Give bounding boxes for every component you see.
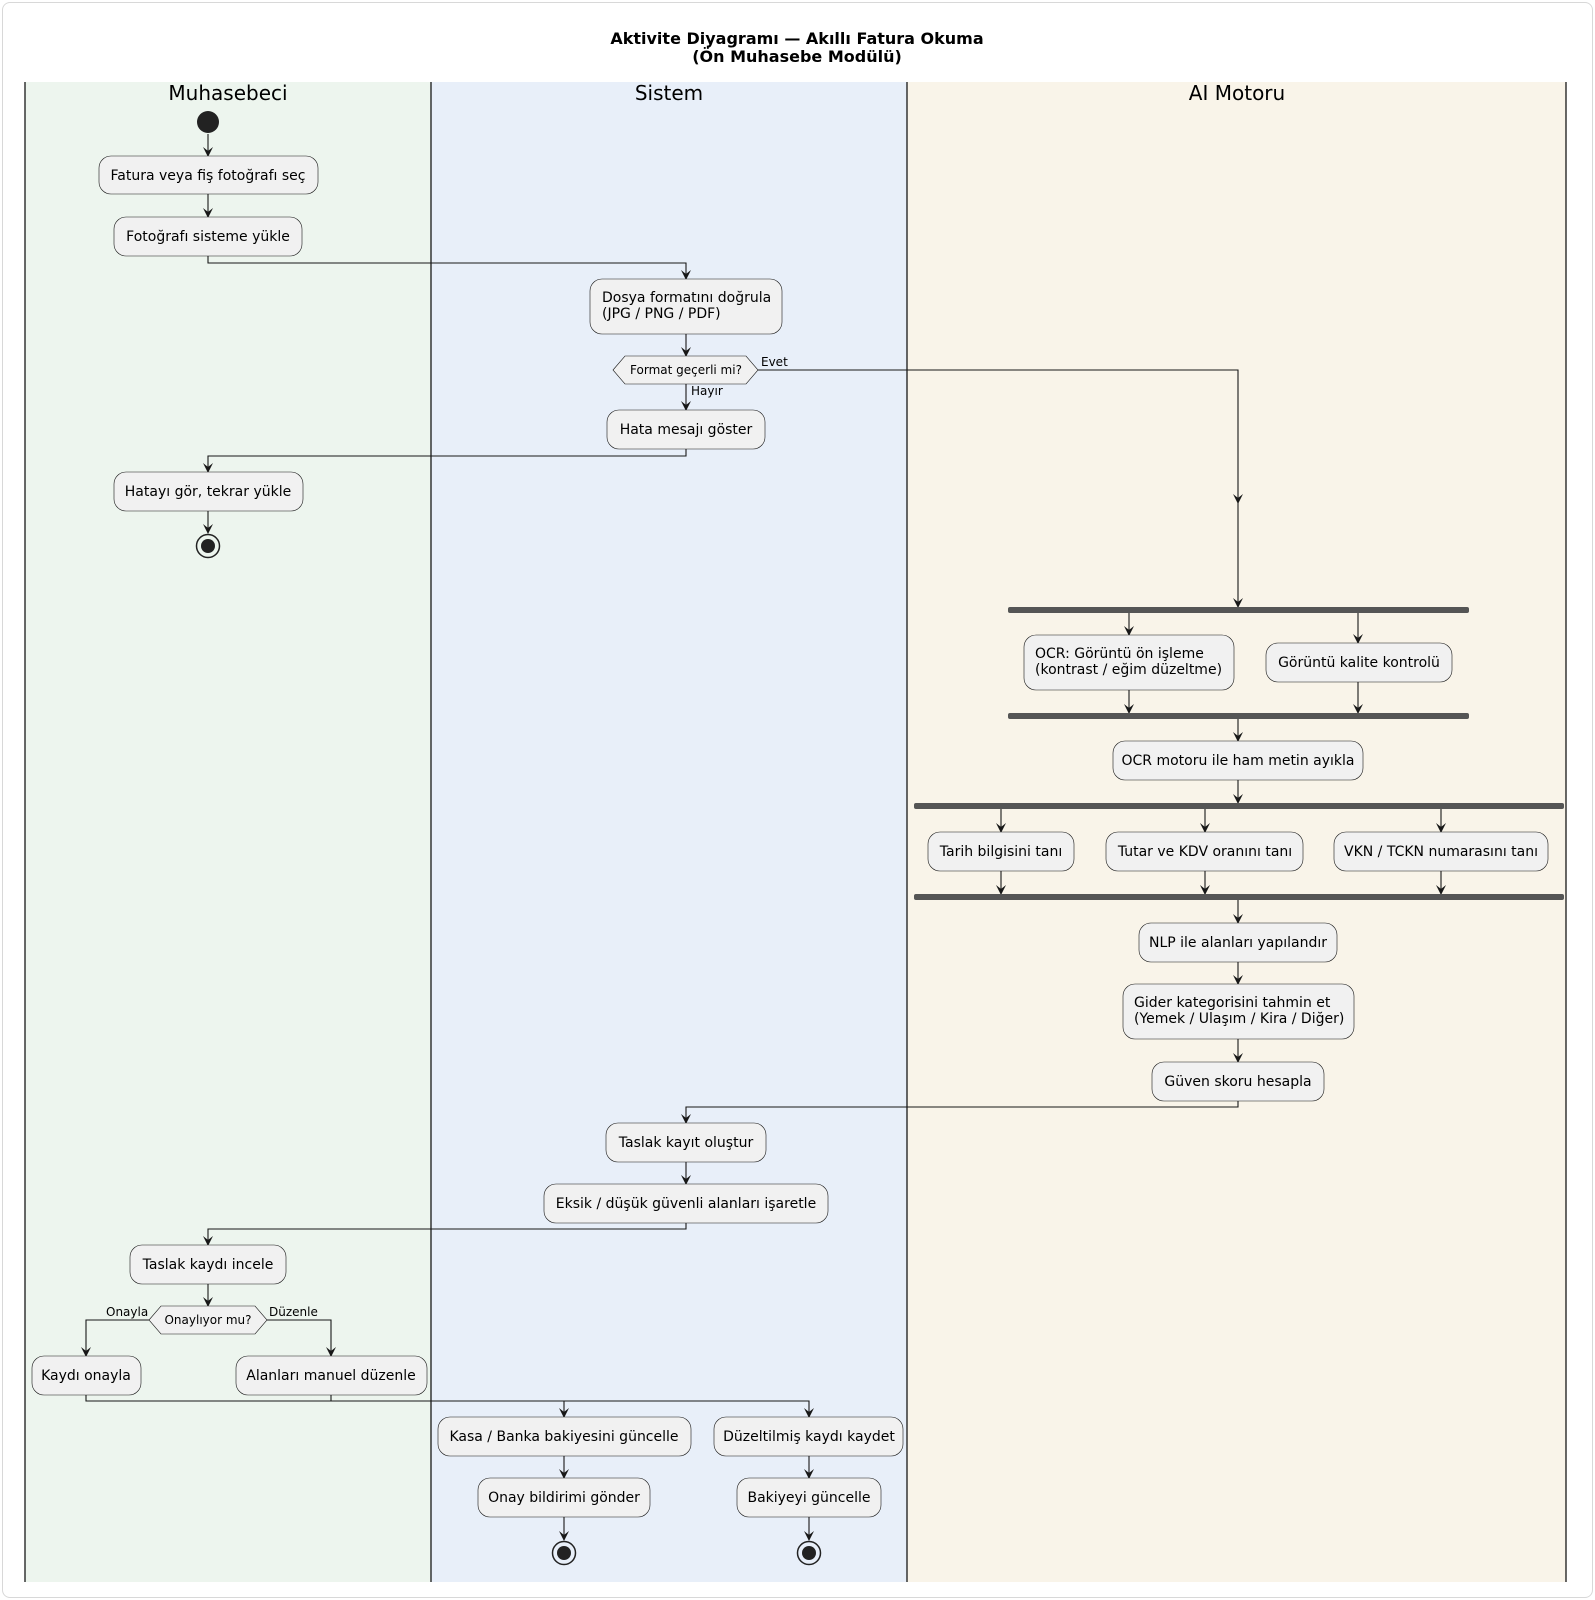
edge xyxy=(203,1223,687,1246)
activity-label-line1: Dosya formatını doğrula xyxy=(602,290,771,306)
activity-label: NLP ile alanları yapılandır xyxy=(1149,935,1327,951)
end-node xyxy=(796,1540,822,1566)
activity-ocr-preprocess: OCR: Görüntü ön işleme (kontrast / eğim … xyxy=(1023,634,1235,691)
activity-label: OCR motoru ile ham metin ayıkla xyxy=(1122,753,1355,769)
activity-label: Taslak kaydı incele xyxy=(142,1257,274,1273)
activity-create-draft: Taslak kayıt oluştur xyxy=(605,1122,767,1163)
edge xyxy=(203,449,687,473)
activity-label-line1: OCR: Görüntü ön işleme xyxy=(1035,646,1204,662)
end-node xyxy=(551,1540,577,1566)
activity-approve-record: Kaydı onayla xyxy=(31,1355,142,1396)
branch-label-yes: Evet xyxy=(761,355,788,369)
activity-see-error: Hatayı gör, tekrar yükle xyxy=(113,471,304,512)
activity-select-photo: Fatura veya fiş fotoğrafı seç xyxy=(98,155,319,195)
activity-label: Taslak kayıt oluştur xyxy=(618,1135,754,1151)
edge xyxy=(330,1395,814,1418)
activity-validate-format: Dosya formatını doğrula (JPG / PNG / PDF… xyxy=(589,278,783,335)
branch-label-approve: Onayla xyxy=(106,1305,148,1319)
activity-label: Bakiyeyi güncelle xyxy=(747,1490,870,1506)
activity-label: Hata mesajı göster xyxy=(620,422,753,438)
edge xyxy=(681,1101,1239,1124)
start-node xyxy=(197,111,219,133)
activity-edit-fields: Alanları manuel düzenle xyxy=(235,1355,428,1396)
edge xyxy=(267,1319,336,1357)
activity-label: Güven skoru hesapla xyxy=(1164,1074,1311,1090)
edge xyxy=(85,1395,569,1418)
activity-update-balance-2: Bakiyeyi güncelle xyxy=(736,1477,882,1518)
activity-confidence-score: Güven skoru hesapla xyxy=(1151,1061,1325,1102)
activity-update-balance: Kasa / Banka bakiyesini güncelle xyxy=(437,1416,692,1457)
lane-title-muhasebeci: Muhasebeci xyxy=(168,81,287,105)
activity-label: Görüntü kalite kontrolü xyxy=(1278,655,1440,671)
edge xyxy=(81,1319,149,1357)
end-node xyxy=(195,533,221,559)
edges xyxy=(81,134,1446,1541)
branch-label-edit: Düzenle xyxy=(269,1305,318,1319)
activity-label: Alanları manuel düzenle xyxy=(246,1368,416,1384)
activity-review-draft: Taslak kaydı incele xyxy=(129,1244,287,1285)
decision-question: Onaylıyor mu? xyxy=(164,1313,251,1327)
join-bar xyxy=(914,894,1564,900)
activity-save-corrected: Düzeltilmiş kaydı kaydet xyxy=(713,1416,904,1457)
activity-recognize-amount: Tutar ve KDV oranını tanı xyxy=(1105,831,1304,872)
activity-show-error: Hata mesajı göster xyxy=(606,409,766,450)
activity-label: Eksik / düşük güvenli alanları işaretle xyxy=(556,1196,816,1212)
lane-title-sistem: Sistem xyxy=(635,81,703,105)
activity-label: Kasa / Banka bakiyesini güncelle xyxy=(449,1429,678,1445)
activity-label-line2: (kontrast / eğim düzeltme) xyxy=(1035,662,1222,678)
activity-label: Fotoğrafı sisteme yükle xyxy=(126,229,290,245)
activity-label: Fatura veya fiş fotoğrafı seç xyxy=(111,168,306,184)
activity-label: Onay bildirimi gönder xyxy=(488,1490,640,1506)
activity-label: Tutar ve KDV oranını tanı xyxy=(1117,844,1292,860)
activity-label: Tarih bilgisini tanı xyxy=(939,844,1062,860)
activity-label: Kaydı onayla xyxy=(41,1368,131,1384)
diagram-title-line1: Aktivite Diyagramı — Akıllı Fatura Okuma xyxy=(610,29,983,48)
diagram-title-line2: (Ön Muhasebe Modülü) xyxy=(692,47,902,66)
join-bar xyxy=(1008,713,1469,719)
fork-bar xyxy=(1008,607,1469,613)
branch-label-no: Hayır xyxy=(691,384,723,398)
activity-quality-check: Görüntü kalite kontrolü xyxy=(1265,642,1453,683)
activity-extract-text: OCR motoru ile ham metin ayıkla xyxy=(1112,740,1364,781)
activity-predict-category: Gider kategorisini tahmin et (Yemek / Ul… xyxy=(1122,983,1355,1040)
activity-send-notification: Onay bildirimi gönder xyxy=(477,1477,651,1518)
activity-upload-photo: Fotoğrafı sisteme yükle xyxy=(113,216,303,257)
activity-label-line1: Gider kategorisini tahmin et xyxy=(1134,995,1331,1011)
activity-label: VKN / TCKN numarasını tanı xyxy=(1344,844,1538,860)
activity-label: Hatayı gör, tekrar yükle xyxy=(125,484,291,500)
activity-recognize-vkn: VKN / TCKN numarasını tanı xyxy=(1333,831,1549,872)
decision-question: Format geçerli mi? xyxy=(630,363,742,377)
edge xyxy=(758,369,1243,504)
activity-label: Düzeltilmiş kaydı kaydet xyxy=(723,1429,895,1445)
lane-title-ai-motoru: AI Motoru xyxy=(1189,81,1285,105)
activity-label-line2: (JPG / PNG / PDF) xyxy=(602,306,721,322)
decision-format-valid: Format geçerli mi? xyxy=(612,355,759,385)
fork-bar xyxy=(914,803,1564,809)
edge xyxy=(207,256,691,280)
activity-recognize-date: Tarih bilgisini tanı xyxy=(927,831,1075,872)
activity-mark-fields: Eksik / düşük güvenli alanları işaretle xyxy=(543,1183,829,1224)
activity-label-line2: (Yemek / Ulaşım / Kira / Diğer) xyxy=(1134,1011,1344,1027)
activity-nlp-structure: NLP ile alanları yapılandır xyxy=(1138,922,1338,963)
decision-approve: Onaylıyor mu? xyxy=(148,1305,268,1335)
